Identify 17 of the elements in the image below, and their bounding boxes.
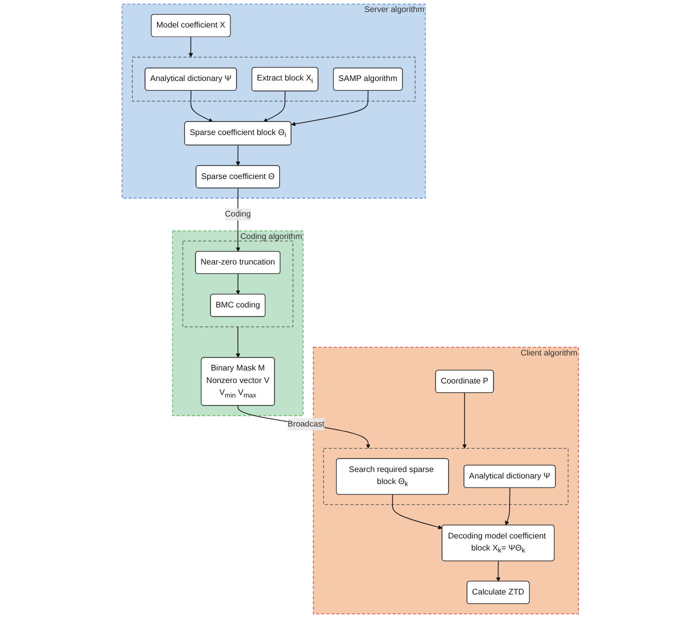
arrow (290, 90, 368, 126)
arrow (188, 36, 193, 58)
arrow (504, 488, 510, 526)
arrow (236, 326, 240, 358)
cluster (182, 240, 293, 328)
arrow (236, 145, 240, 166)
arrow (236, 274, 240, 295)
cluster (322, 448, 568, 505)
cluster (132, 56, 416, 102)
arrow (190, 90, 213, 122)
arrow (496, 560, 500, 582)
edge-label: Broadcast (287, 420, 324, 428)
arrow (462, 392, 467, 449)
arrow (392, 494, 442, 530)
edge-label: Coding (224, 210, 251, 219)
arrow (262, 90, 286, 122)
arrow (237, 405, 370, 449)
